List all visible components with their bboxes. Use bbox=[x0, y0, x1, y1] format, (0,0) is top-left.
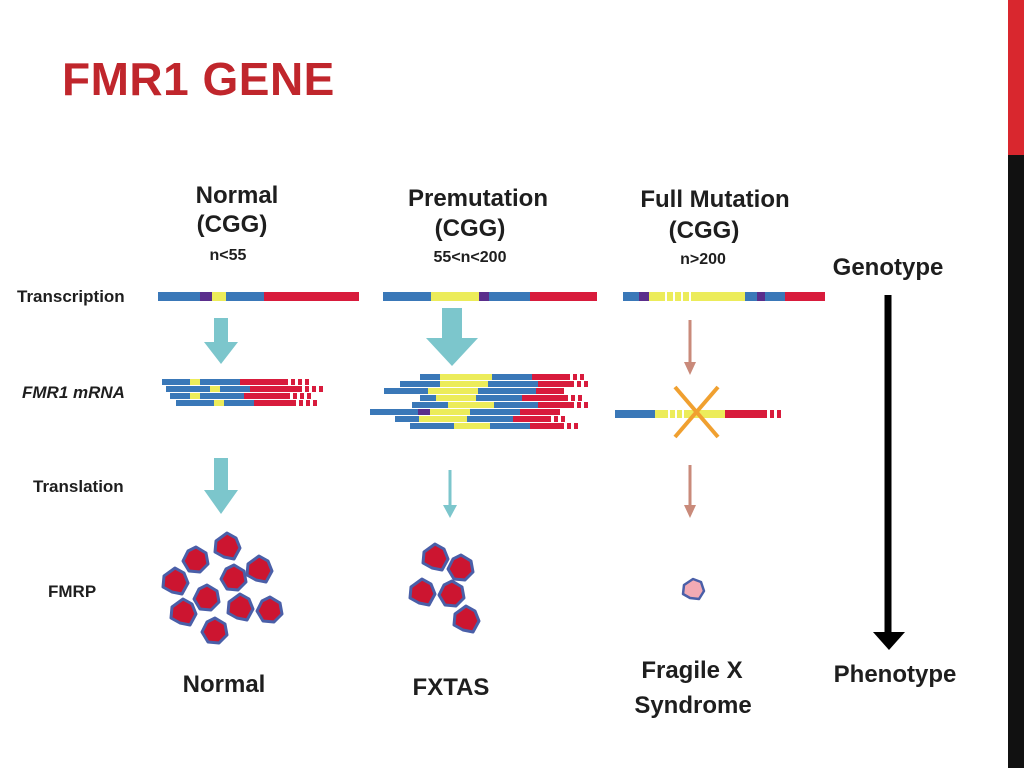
row-label-mrna: FMR1 mRNA bbox=[22, 383, 125, 402]
mrna-full-mutation-blocked bbox=[615, 385, 781, 439]
fmrp-cluster-premutation bbox=[408, 542, 481, 634]
mrna-normal bbox=[162, 379, 323, 406]
dna-bar-premutation bbox=[383, 292, 597, 301]
mrna-premutation bbox=[370, 374, 588, 429]
dark-side-bar bbox=[1008, 155, 1024, 768]
col-premutation-cgg: (CGG) bbox=[435, 215, 506, 242]
col-fullmutation-range: n>200 bbox=[680, 251, 726, 268]
arrowhead-translation-full-mutation bbox=[684, 505, 696, 518]
genotype-phenotype-arrowhead bbox=[873, 632, 905, 650]
arrow-transcription-premutation bbox=[426, 308, 478, 366]
col-fullmutation-cgg: (CGG) bbox=[669, 217, 740, 244]
genotype-label: Genotype bbox=[833, 254, 944, 281]
block-x-line-2 bbox=[673, 385, 720, 439]
accent-bar bbox=[1008, 0, 1024, 155]
phenotype-fragile-x-line1: Fragile X bbox=[641, 657, 742, 684]
fmrp-cluster-normal bbox=[161, 531, 284, 645]
col-fullmutation-heading: Full Mutation bbox=[640, 186, 789, 213]
phenotype-fragile-x-line2: Syndrome bbox=[634, 692, 751, 719]
col-normal-range: n<55 bbox=[210, 247, 247, 264]
phenotype-normal: Normal bbox=[183, 671, 266, 698]
col-premutation-range: 55<n<200 bbox=[434, 249, 507, 266]
arrow-transcription-normal bbox=[204, 318, 238, 364]
slide-title: FMR1 GENE bbox=[62, 53, 335, 105]
row-label-translation: Translation bbox=[33, 477, 124, 496]
row-label-transcription: Transcription bbox=[17, 287, 125, 306]
col-normal-cgg: (CGG) bbox=[197, 211, 268, 238]
phenotype-label: Phenotype bbox=[834, 661, 957, 688]
arrowhead-translation-premutation bbox=[443, 505, 457, 518]
dna-bar-normal bbox=[158, 292, 359, 301]
row-label-fmrp: FMRP bbox=[48, 582, 96, 601]
col-premutation-heading: Premutation bbox=[408, 185, 548, 212]
arrowhead-transcription-full-mutation bbox=[684, 362, 696, 375]
arrow-translation-normal bbox=[204, 458, 238, 514]
col-normal-heading: Normal bbox=[196, 182, 279, 209]
phenotype-fxtas: FXTAS bbox=[413, 674, 490, 701]
fmrp-trace-full-mutation bbox=[681, 577, 706, 601]
dna-bar-full-mutation bbox=[623, 292, 825, 301]
